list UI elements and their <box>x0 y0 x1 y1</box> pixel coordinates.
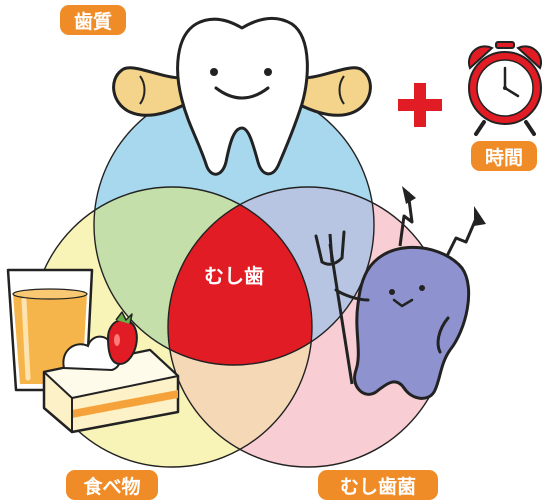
alarm-clock-icon <box>467 41 543 136</box>
time-label: 時間 <box>471 141 537 171</box>
center-overlap <box>168 187 312 365</box>
time-label-text: 時間 <box>485 147 523 169</box>
germ-devil-icon <box>314 186 486 400</box>
center-label: むし歯 <box>204 264 264 288</box>
tooth-quality-label-text: 歯質 <box>74 10 112 33</box>
food-label-text: 食べ物 <box>83 475 140 498</box>
food-label: 食べ物 <box>66 470 158 500</box>
tooth-flexing-icon <box>112 16 372 176</box>
strawberry-cake-icon <box>42 311 180 434</box>
bacteria-label: むし歯菌 <box>318 470 438 500</box>
bacteria-label-text: むし歯菌 <box>340 475 416 498</box>
tooth-quality-label: 歯質 <box>60 5 126 35</box>
plus-icon <box>398 83 442 127</box>
